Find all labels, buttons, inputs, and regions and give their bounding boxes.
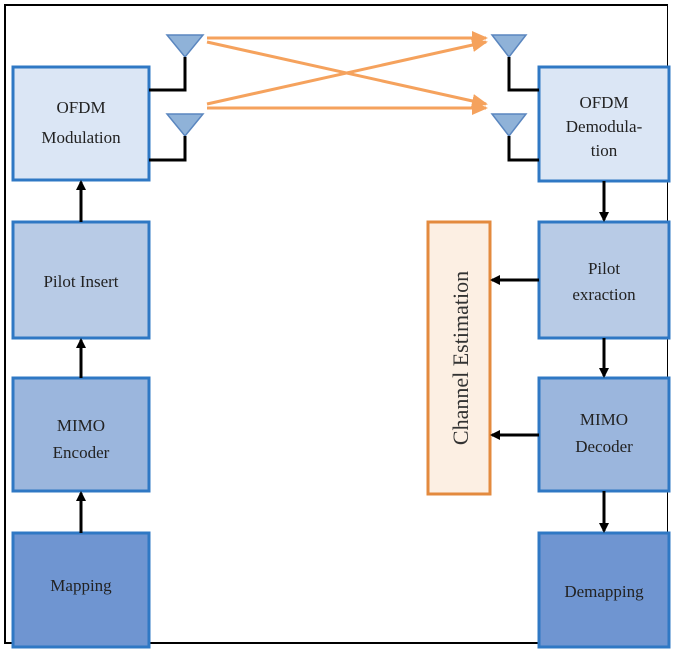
label-mimo-encoder-line2: Encoder (53, 443, 110, 462)
label-ofdm-modulation-line2: Modulation (41, 128, 121, 147)
label-ofdm-demodulation-line2: Demodula- (566, 117, 643, 136)
block-channel-estimation: Channel Estimation (426, 220, 492, 496)
label-channel-estimation: Channel Estimation (448, 271, 473, 445)
label-demapping: Demapping (564, 582, 644, 601)
block-mimo-decoder: MIMO Decoder (537, 376, 671, 493)
tx-antenna-1-icon (149, 34, 205, 92)
label-pilot-extraction-line1: Pilot (588, 259, 620, 278)
label-ofdm-demodulation-line3: tion (591, 141, 618, 160)
block-mapping: Mapping (11, 531, 151, 649)
block-ofdm-modulation: OFDM Modulation (11, 65, 151, 182)
block-demapping: Demapping (537, 531, 671, 649)
label-pilot-extraction-line2: exraction (572, 285, 636, 304)
block-mimo-encoder: MIMO Encoder (11, 376, 151, 493)
label-mimo-decoder-line2: Decoder (575, 437, 633, 456)
block-pilot-extraction: Pilot exraction (537, 220, 671, 340)
rx-antenna-2-icon (490, 113, 539, 162)
rx-antenna-1-icon (490, 34, 539, 92)
label-mapping: Mapping (50, 576, 112, 595)
label-mimo-encoder-line1: MIMO (57, 416, 105, 435)
block-pilot-insert: Pilot Insert (11, 220, 151, 340)
link-tx2-rx1 (206, 38, 488, 106)
label-ofdm-modulation-line1: OFDM (56, 98, 105, 117)
label-pilot-insert: Pilot Insert (43, 272, 118, 291)
label-mimo-decoder-line1: MIMO (580, 410, 628, 429)
tx-antenna-2-icon (149, 113, 205, 162)
block-ofdm-demodulation: OFDM Demodula- tion (537, 65, 671, 183)
label-ofdm-demodulation-line1: OFDM (579, 93, 628, 112)
